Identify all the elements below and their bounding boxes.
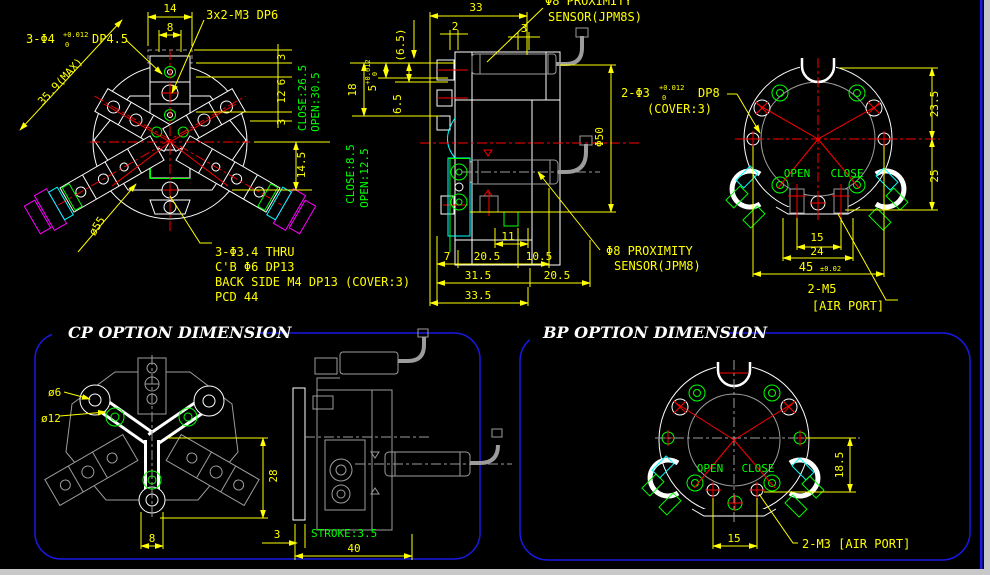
dim-bp-15: 15 [727,532,740,545]
bp-front-view: OPEN CLOSE 18.5 15 2-M3 [AIR PORT] [641,358,910,551]
dim-31-5: 31.5 [465,269,492,282]
cp-side-view: 3 STROKE:3.5 40 [262,328,512,560]
label-bp-open: OPEN [697,462,724,475]
dim-14: 14 [163,2,177,15]
sensor-bot-label-2: SENSOR(JPM8) [614,259,701,273]
label-open-30-5: OPEN:30.5 [309,72,322,132]
dim-3a: 3 [275,54,288,61]
dim-6-5-paren: (6.5) [394,28,407,61]
note-cbore: C'B Φ6 DP13 [215,260,294,274]
dim-20-5-b: 20.5 [544,269,571,282]
dim-cp-3: 3 [274,528,281,541]
cp-option-panel: CP OPTION DIMENSION [34,322,512,560]
dim-12: 12 [275,90,288,103]
front-view: OPEN CLOSE 2-Φ3 +0.012 0 DP8 (COVER:3) 2… [621,54,941,313]
dim-phi50: Φ50 [593,127,606,147]
label-phi3-tol-upper: +0.012 [659,84,684,92]
dim-40: 40 [347,542,360,555]
dim-45: 45 [799,260,813,274]
dim-45-tol: ±0.02 [820,265,841,273]
label-2-m3-air-port: 2-M3 [AIR PORT] [802,537,910,551]
dim-cp-8: 8 [149,532,156,545]
note-thru: 3-Φ3.4 THRU [215,245,294,259]
dim-18: 18 [346,83,359,96]
label-2-m5: 2-M5 [808,282,837,296]
label-phi3-depth: DP8 [698,86,720,100]
dim-33-5: 33.5 [465,289,492,302]
dim-3b: 3 [275,119,288,126]
right-scrollbar[interactable] [984,0,990,575]
note-backside: BACK SIDE M4 DP13 (COVER:3) [215,275,410,289]
label-phi3: 2-Φ3 [621,86,650,100]
drawing-frame-right [980,0,983,575]
note-pcd: PCD 44 [215,290,258,304]
dim-7: 7 [444,250,451,263]
dim-dia6: ø6 [48,386,61,399]
sensor-bot-label-1: Φ8 PROXIMITY [606,244,693,258]
label-open: OPEN [784,167,811,180]
dim-15: 15 [810,231,823,244]
label-air-port: [AIR PORT] [812,299,884,313]
dim-18-5: 18.5 [833,452,846,479]
bottom-scrollbar[interactable] [0,569,984,575]
sensor-top-label-2: SENSOR(JPM8S) [548,10,642,24]
label-phi4: 3-Φ4 [26,32,55,46]
label-stroke: STROKE:3.5 [311,527,377,540]
dim-dia12: ø12 [41,412,61,425]
section-view: Φ8 PROXIMITY SENSOR(JPM8S) 33 2 3 (6.5) … [344,0,701,306]
bp-panel-title: BP OPTION DIMENSION [542,323,768,342]
label-bp-close: CLOSE [741,462,774,475]
dim-25: 25 [928,169,941,182]
dim-24: 24 [810,245,824,258]
dim-14-5: 14.5 [295,152,308,179]
top-plan-view: 14 8 3x2-M3 DP6 3-Φ4 +0.012 0 DP4.5 35.9… [19,2,410,304]
label-m3-holes: 3x2-M3 DP6 [206,8,278,22]
dim-11: 11 [501,230,514,243]
dim-2: 2 [452,20,459,33]
dim-5-tol-upper: +0.012 [364,59,372,84]
label-phi3-tol-lower: 0 [662,94,666,102]
dim-3: 3 [521,22,528,35]
dim-6: 6 [275,79,288,86]
cp-plan-view: ø6 ø12 28 8 [41,355,280,549]
bp-option-panel: BP OPTION DIMENSION [519,322,971,561]
dim-10-5: 10.5 [526,250,553,263]
cp-panel-title: CP OPTION DIMENSION [68,323,293,342]
dim-28: 28 [267,469,280,482]
label-close-8-5: CLOSE:8.5 [344,144,357,204]
dim-23-5: 23.5 [928,91,941,118]
dim-8: 8 [167,21,174,34]
label-open-12-5: OPEN:12.5 [358,148,371,208]
label-phi4-depth: DP4.5 [92,32,128,46]
dim-20-5-a: 20.5 [474,250,501,263]
label-close-26-5: CLOSE:26.5 [296,65,309,131]
label-close: CLOSE [830,167,863,180]
label-phi4-tol-upper: +0.012 [63,31,88,39]
label-phi4-tol-lower: 0 [65,41,69,49]
dim-6-5: 6.5 [391,94,404,114]
dim-dia55: ø55 [86,214,108,238]
dim-max: 35.9(MAX) [35,55,85,107]
dim-5: 5 [366,85,379,92]
dim-5-tol-lower: 0 [371,72,379,76]
label-cover3: (COVER:3) [647,102,712,116]
dim-33: 33 [469,1,482,14]
sensor-top-label-1: Φ8 PROXIMITY [545,0,632,8]
